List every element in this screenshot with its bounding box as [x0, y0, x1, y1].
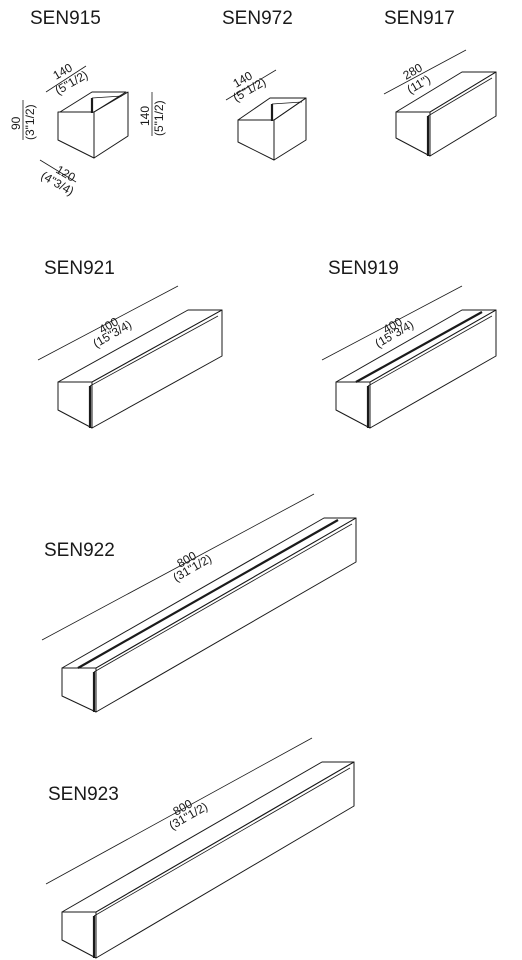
product-code: SEN915: [30, 8, 101, 29]
dimension-mm: 140: [138, 106, 152, 126]
dimension-line: [45, 65, 87, 93]
product-sen923: SEN923 800 (31"1/2): [45, 737, 355, 959]
box-drawing: [61, 761, 355, 959]
product-code: SEN919: [328, 258, 399, 279]
dimension-inch: (5"1/2): [152, 100, 166, 136]
dimension-mm: 90: [9, 116, 23, 130]
dimension-line: [41, 493, 315, 641]
dimension-line: [321, 285, 463, 361]
dimension-line: [37, 285, 179, 361]
product-code: SEN917: [384, 8, 455, 29]
box-drawing: [57, 91, 129, 159]
dimension-inch: (3"1/2): [23, 104, 37, 140]
product-code: SEN923: [48, 784, 119, 805]
box-drawing: [335, 309, 497, 429]
product-sen921: SEN921 400 (15"3/4): [37, 258, 223, 429]
product-code: SEN972: [222, 8, 293, 29]
dimension-line: [383, 49, 467, 95]
product-sen919: SEN919 400 (15"3/4): [321, 258, 497, 429]
product-sen972: SEN972 140 (5"1/2): [222, 8, 307, 161]
box-drawing: [395, 71, 497, 157]
box-drawing: [237, 97, 307, 161]
product-sen915: SEN915 140 (5"1/2) 140 (5"1/2) 90 (3"1/2…: [9, 8, 166, 198]
product-code: SEN921: [44, 258, 115, 279]
product-code: SEN922: [44, 540, 115, 561]
box-drawing: [57, 309, 223, 429]
box-drawing: [61, 517, 357, 713]
product-sen922: SEN922 800 (31"1/2): [41, 493, 357, 713]
dimension-line: [45, 737, 313, 885]
dimension-line: [225, 69, 277, 101]
product-sen917: SEN917 280 (11"): [383, 8, 497, 157]
dimension-line: [39, 159, 77, 183]
